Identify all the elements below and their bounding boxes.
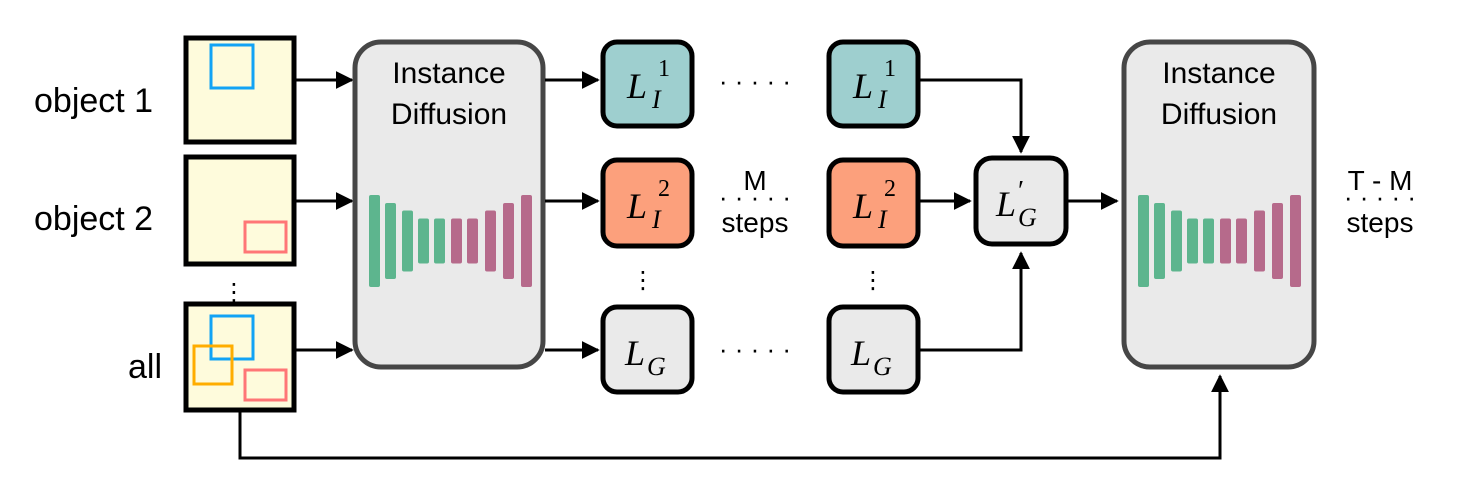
m-steps-top: M	[743, 165, 766, 196]
input-label-all: all	[128, 348, 162, 386]
unet-bar	[1171, 210, 1182, 272]
latent-vdots: ⋮	[631, 267, 655, 294]
ellipsis-row1: · · · · ·	[719, 66, 791, 96]
merged-base: L	[995, 184, 1016, 224]
input-panel-object-2	[183, 154, 297, 267]
latent-instance-1-end: L I 1	[826, 39, 921, 129]
unet-bar	[521, 195, 532, 287]
merged-prime: ′	[1018, 176, 1024, 207]
diffusion-title-line2: Diffusion	[391, 98, 507, 131]
latent-base: L	[624, 333, 645, 373]
bbox-red	[243, 220, 288, 254]
unet-bar	[451, 218, 462, 264]
unet-bar	[1254, 210, 1265, 272]
unet-bar	[485, 210, 496, 272]
latent-base: L	[852, 186, 873, 226]
latent-sup: 2	[658, 176, 670, 202]
unet-bar	[503, 203, 514, 279]
input-label-object-2: object 2	[34, 200, 153, 238]
arrow	[920, 78, 1030, 154]
latent-sub: G	[873, 352, 892, 381]
unet-bar	[467, 218, 478, 264]
latent-sup: 1	[884, 56, 896, 82]
unet-bar	[1187, 218, 1198, 264]
input-panel-all	[183, 301, 297, 413]
latent-base: L	[626, 186, 647, 226]
arrow	[920, 251, 1030, 352]
diffusion-title-line1: Instance	[392, 57, 505, 90]
latent-sub: G	[647, 352, 666, 381]
unet-bar	[418, 218, 429, 264]
latent-base: L	[626, 66, 647, 106]
unet-bar	[434, 218, 445, 264]
latent-instance-2-start: L I 2	[600, 157, 695, 249]
merged-sub: G	[1018, 203, 1037, 232]
latent-global-end: L G	[826, 304, 921, 395]
diffusion-title-line1: Instance	[1162, 57, 1275, 90]
latent-base: L	[850, 333, 871, 373]
tm-steps-bottom: steps	[1347, 207, 1414, 238]
unet-bar	[1236, 218, 1247, 264]
latent-sup: 2	[884, 176, 896, 202]
unet-bar	[1290, 195, 1301, 287]
ellipsis-row3: · · · · ·	[719, 334, 791, 364]
unet-bar	[402, 210, 413, 272]
unet-icon	[369, 195, 532, 287]
latent-sub: I	[651, 205, 662, 234]
input-label-object-1: object 1	[34, 82, 153, 120]
latent-sup: 1	[658, 56, 670, 82]
unet-bar	[1203, 218, 1214, 264]
unet-bar	[385, 203, 396, 279]
latent-sub: I	[877, 205, 888, 234]
m-steps-bottom: steps	[722, 207, 789, 238]
unet-bar	[369, 195, 380, 287]
latent-instance-1-start: L I 1	[600, 39, 695, 129]
unet-bar	[1138, 195, 1149, 287]
tm-steps-top: T - M	[1348, 165, 1413, 196]
latent-merged: L ′ G	[973, 155, 1069, 247]
unet-bar	[1154, 203, 1165, 279]
input-panel-object-1	[183, 35, 297, 145]
instance-diffusion-block-right: Instance Diffusion	[1121, 39, 1317, 370]
ellipsis-row2: · · · · ·	[719, 182, 791, 212]
instance-diffusion-block-left: Instance Diffusion	[352, 39, 546, 370]
diffusion-title-line2: Diffusion	[1161, 98, 1277, 131]
bbox-red	[243, 368, 288, 402]
latent-sub: I	[877, 85, 888, 114]
unet-bar	[1272, 203, 1283, 279]
skip-connection-arrow	[238, 374, 1229, 460]
latent-instance-2-end: L I 2	[826, 157, 921, 249]
unet-icon	[1138, 195, 1301, 287]
latent-global-start: L G	[600, 304, 695, 395]
latent-vdots: ⋮	[861, 267, 885, 294]
bbox-blue	[209, 43, 255, 90]
unet-bar	[1220, 218, 1231, 264]
latent-sub: I	[651, 85, 662, 114]
ellipsis-right: · · · · ·	[1344, 182, 1416, 212]
bbox-orange	[192, 344, 234, 386]
latent-base: L	[852, 66, 873, 106]
